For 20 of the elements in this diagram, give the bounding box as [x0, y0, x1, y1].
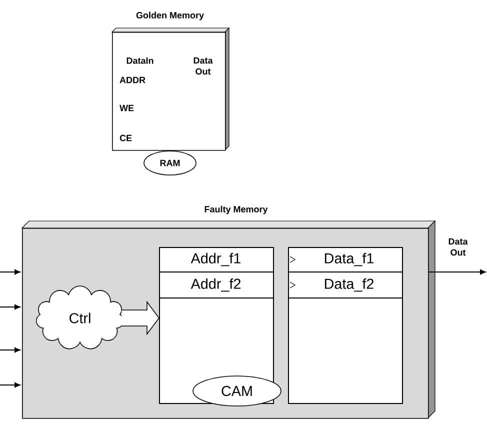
edge-label: Data Out [440, 237, 476, 257]
arrow [0, 304, 20, 310]
pin-label: DataIn [126, 58, 154, 64]
block-title: Golden Memory [136, 12, 204, 20]
row-label: Addr_f2 [190, 278, 240, 292]
arrow [0, 269, 20, 275]
row-label: Addr_f1 [190, 252, 241, 266]
row-label: Data_f2 [324, 278, 374, 292]
row-label: Data_f1 [324, 252, 374, 266]
pin-label: CE [120, 134, 132, 142]
ellipse-label: RAM [144, 150, 196, 176]
block-arrow [121, 300, 160, 336]
ellipse-label: CAM [192, 376, 282, 406]
arrow [0, 347, 20, 353]
arrow [428, 269, 486, 275]
pin-label: ADDR [120, 76, 146, 84]
pin-label: Data Out [194, 57, 213, 75]
arrow [0, 382, 20, 388]
block-title: Faulty Memory [204, 206, 268, 214]
pin-label: WE [120, 104, 134, 112]
